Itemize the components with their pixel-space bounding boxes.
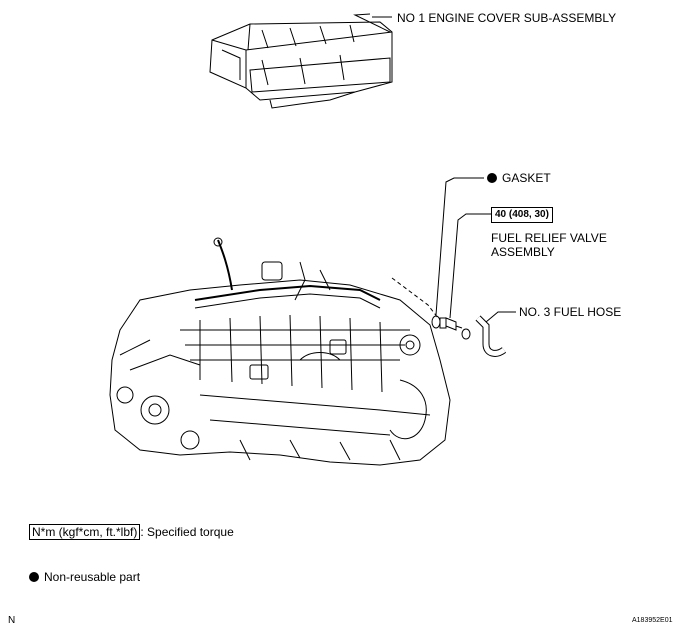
dashed-alignment-line [391,277,439,319]
relief-valve-label-line2: ASSEMBLY [491,245,555,259]
legend-torque-units: N*m (kgf*cm, ft.*lbf) [29,524,141,540]
legend-torque: N*m (kgf*cm, ft.*lbf): Specified torque [29,524,234,540]
gasket-label-text: GASKET [502,171,551,185]
gasket-label: GASKET [487,171,551,185]
gasket-part [431,315,441,329]
relief-valve-label-line1: FUEL RELIEF VALVE [491,231,607,245]
leader-gasket [435,177,484,316]
fuel-relief-valve-part [439,317,463,331]
engine-cover-label: NO 1 ENGINE COVER SUB-ASSEMBLY [397,11,617,25]
non-reusable-dot-icon [487,173,497,183]
legend-dot-icon [29,572,39,582]
engine-cover-illustration [209,13,393,109]
fuel-hose-part [461,315,507,357]
leader-fuel-hose [485,311,516,323]
legend-non-reusable-text: Non-reusable part [44,570,141,584]
leader-relief-valve [449,213,492,319]
fuel-hose-label: NO. 3 FUEL HOSE [519,305,622,319]
engine-illustration [109,237,451,466]
figure-code: A183952E01 [632,617,673,624]
legend-torque-desc: : Specified torque [140,525,234,539]
legend-non-reusable: Non-reusable part [29,570,140,584]
corner-left-mark: N [8,615,16,626]
torque-value-box: 40 (408, 30) [491,207,553,223]
